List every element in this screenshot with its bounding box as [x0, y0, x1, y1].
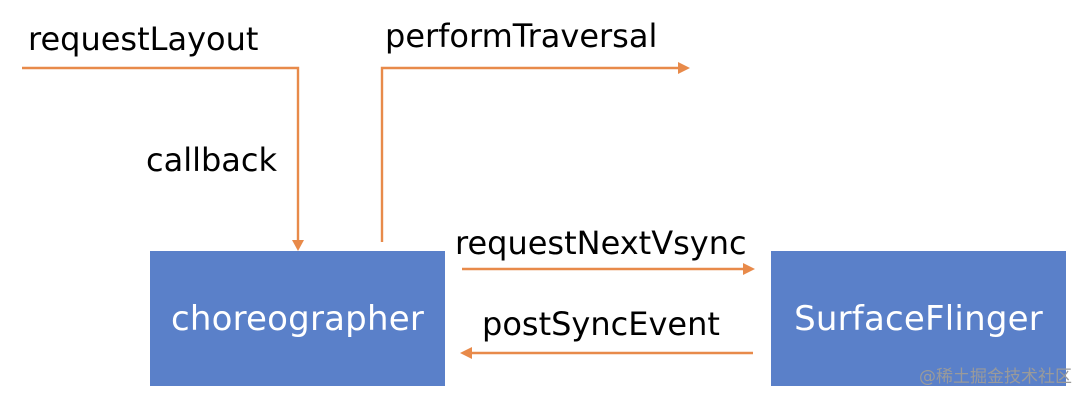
choreographer-node: choreographer	[150, 251, 445, 386]
callback-label: callback	[146, 141, 278, 179]
surfaceflinger-node: SurfaceFlinger	[771, 251, 1066, 386]
perform-traversal-label: performTraversal	[385, 17, 658, 55]
choreographer-label: choreographer	[170, 298, 425, 339]
request-layout-connector	[22, 66, 300, 242]
watermark: @稀土掘金技术社区	[919, 367, 1072, 387]
post-sync-event-arrowhead	[460, 347, 472, 359]
perform-traversal-connector	[380, 66, 680, 242]
request-next-vsync-arrowhead	[743, 263, 755, 275]
surfaceflinger-label: SurfaceFlinger	[794, 298, 1043, 339]
request-next-vsync-label: requestNextVsync	[455, 224, 747, 262]
post-sync-event-label: postSyncEvent	[482, 305, 720, 343]
request-layout-label: requestLayout	[28, 20, 259, 58]
callback-arrowhead	[292, 240, 304, 251]
perform-traversal-arrowhead	[678, 62, 690, 74]
